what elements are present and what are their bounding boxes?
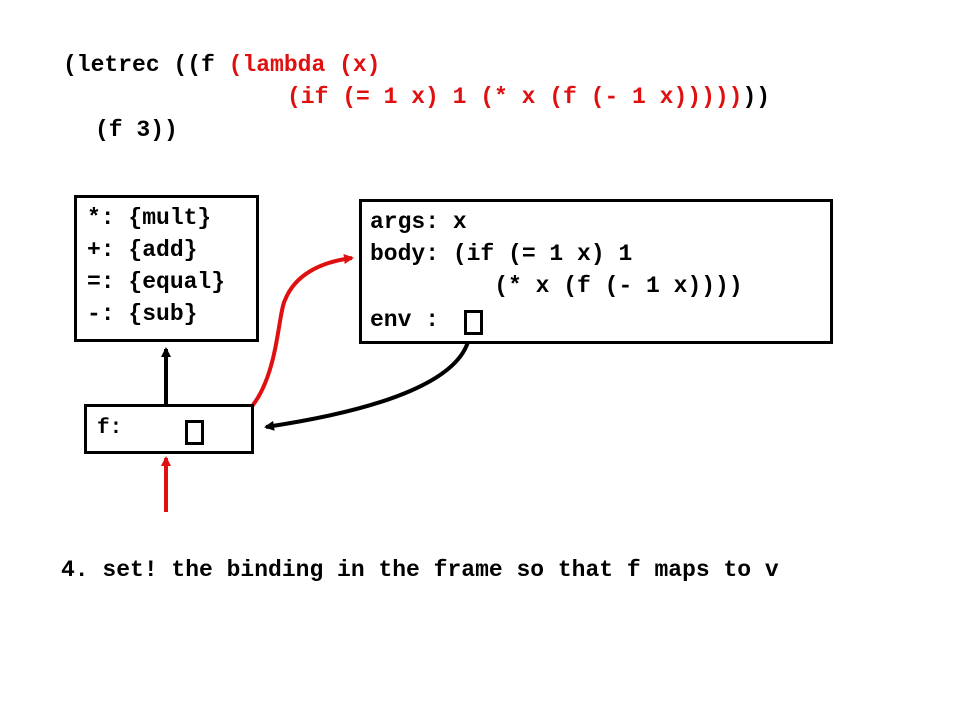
closure-box: args: x body: (if (= 1 x) 1 (* x (f (- 1… bbox=[359, 199, 833, 344]
code-lambda-body: (if (= 1 x) 1 (* x (f (- 1 x))))) bbox=[287, 84, 743, 110]
closure-env-label: env : bbox=[370, 307, 440, 333]
closure-body-line-2: (* x (f (- 1 x)))) bbox=[370, 273, 743, 299]
code-call: (f 3)) bbox=[95, 117, 178, 143]
code-line-3: (f 3)) bbox=[95, 116, 178, 144]
global-binding-add: +: {add} bbox=[87, 237, 198, 263]
global-binding-sub: -: {sub} bbox=[87, 301, 198, 327]
step-caption: 4. set! the binding in the frame so that… bbox=[61, 557, 779, 583]
code-line-2: (if (= 1 x) 1 (* x (f (- 1 x))))))) bbox=[287, 83, 770, 111]
code-closing-parens: )) bbox=[742, 84, 771, 110]
code-lambda-header: (lambda (x) bbox=[228, 52, 381, 78]
frame-binding-f-label: f: bbox=[97, 417, 123, 440]
closure-env-arrow bbox=[264, 328, 472, 431]
frame-box: f: bbox=[84, 404, 254, 454]
closure-args: args: x bbox=[370, 209, 467, 235]
closure-env-slot bbox=[464, 310, 483, 335]
code-line-1: (letrec ((f (lambda (x) bbox=[63, 51, 380, 79]
global-binding-mult: *: {mult} bbox=[87, 205, 212, 231]
global-env-box: *: {mult} +: {add} =: {equal} -: {sub} bbox=[74, 195, 259, 342]
frame-binding-f-slot bbox=[185, 420, 204, 445]
global-binding-equal: =: {equal} bbox=[87, 269, 226, 295]
closure-body-line-1: body: (if (= 1 x) 1 bbox=[370, 241, 633, 267]
code-letrec-prefix: (letrec ((f bbox=[63, 52, 229, 78]
